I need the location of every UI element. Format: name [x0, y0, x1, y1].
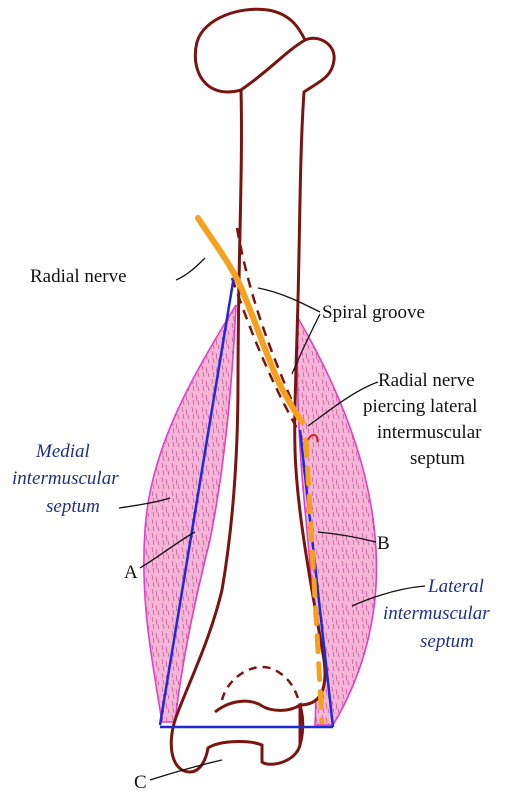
label-piercing-1: Radial nerve	[378, 370, 475, 391]
label-lateral-2: intermuscular	[383, 603, 490, 624]
label-piercing-2: piercing lateral	[363, 396, 477, 417]
label-medial-1: Medial	[35, 441, 90, 462]
label-point-b: B	[377, 533, 390, 554]
label-radial-nerve: Radial nerve	[30, 266, 127, 287]
label-piercing-4: septum	[410, 448, 465, 469]
label-medial-2: intermuscular	[12, 468, 119, 489]
label-lateral-1: Lateral	[427, 576, 484, 597]
label-piercing-3: intermuscular	[377, 422, 482, 443]
label-medial-3: septum	[46, 496, 100, 517]
label-point-a: A	[124, 562, 138, 583]
leader-radial-nerve	[176, 258, 205, 280]
label-spiral-groove: Spiral groove	[322, 302, 425, 323]
label-point-c: C	[134, 772, 147, 791]
label-lateral-3: septum	[420, 631, 474, 652]
